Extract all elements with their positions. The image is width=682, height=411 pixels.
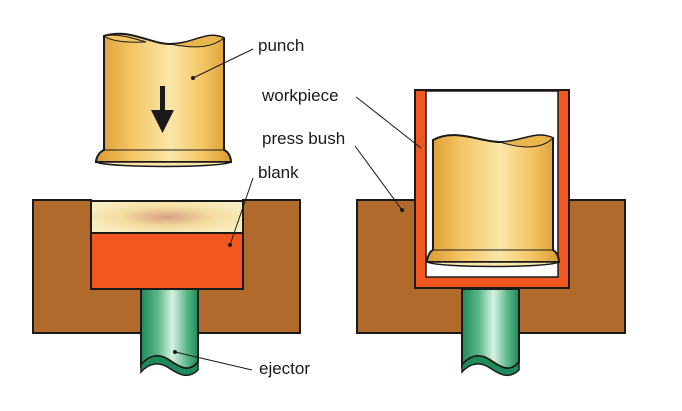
label-blank: blank xyxy=(258,163,299,182)
leader-press-bush xyxy=(354,145,403,211)
label-press-bush: press bush xyxy=(262,129,345,148)
blank xyxy=(90,200,244,290)
labels: punch workpiece press bush blank ejector xyxy=(258,36,345,378)
right-assembly xyxy=(356,89,626,377)
punch-inside xyxy=(425,134,561,268)
down-arrow-icon xyxy=(151,86,174,133)
ejector-right xyxy=(461,288,520,377)
leader-lines xyxy=(173,48,422,371)
label-workpiece: workpiece xyxy=(261,86,339,105)
left-assembly xyxy=(32,32,301,377)
leader-punch xyxy=(192,48,254,79)
punch xyxy=(94,32,233,168)
leader-workpiece xyxy=(359,99,422,149)
leader-blank xyxy=(229,177,254,246)
leader-ejector xyxy=(174,351,253,371)
label-ejector: ejector xyxy=(259,359,310,378)
leader-workpiece-2 xyxy=(355,96,361,101)
ejector-left xyxy=(140,288,199,377)
label-punch: punch xyxy=(258,36,304,55)
